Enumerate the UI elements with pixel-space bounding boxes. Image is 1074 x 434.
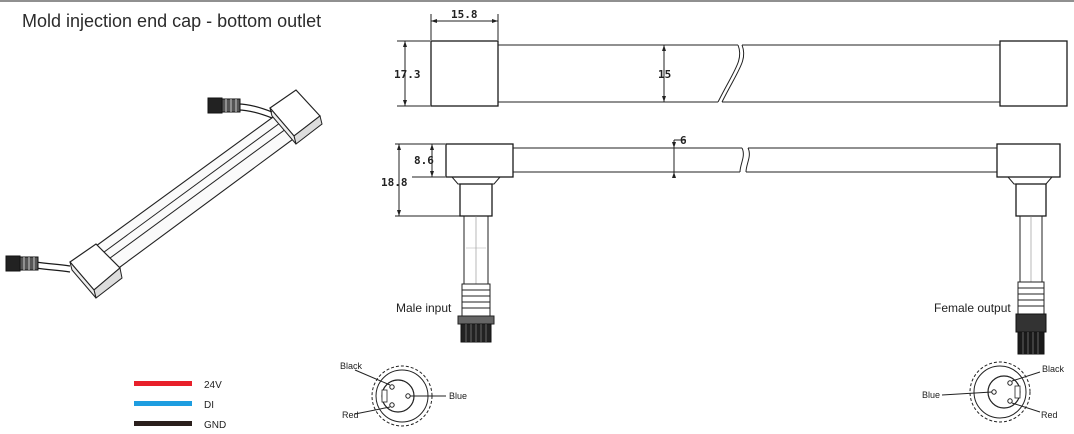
- legend-swatch-24v: [134, 381, 192, 386]
- top-view-left-cap: [430, 40, 499, 107]
- top-view: [397, 14, 1068, 107]
- iso-bottom-connector: [5, 255, 71, 273]
- dim-tube-depth: 6: [680, 134, 687, 147]
- side-view: [395, 139, 1061, 355]
- side-male-connector: [451, 176, 501, 343]
- dim-side-total-height: 18.8: [381, 176, 408, 189]
- dim-side-cap-height: 8.6: [414, 154, 434, 167]
- legend-swatch-di: [134, 401, 192, 406]
- female-pin-blue-label: Blue: [922, 390, 940, 400]
- legend-swatch-gnd: [134, 421, 192, 426]
- male-pin-black-label: Black: [340, 361, 363, 371]
- isometric-view: [5, 89, 323, 299]
- top-view-break-right: [721, 44, 745, 103]
- page-title: Mold injection end cap - bottom outlet: [22, 11, 322, 31]
- legend-label-24v: 24V: [204, 380, 222, 391]
- female-output-label: Female output: [934, 301, 1011, 315]
- male-pin-red-label: Red: [342, 410, 359, 420]
- male-input-label: Male input: [396, 301, 452, 315]
- top-view-right-cap: [999, 40, 1068, 107]
- legend-label-di: DI: [204, 400, 214, 411]
- iso-top-connector: [207, 97, 273, 119]
- side-view-left-cap: [445, 143, 514, 178]
- legend-label-gnd: GND: [204, 420, 226, 431]
- dim-cap-width: 15.8: [451, 8, 478, 21]
- top-view-break-left: [717, 44, 741, 103]
- iso-top-end-cap: [269, 89, 323, 145]
- side-view-right-cap: [996, 143, 1061, 178]
- wire-legend: [134, 381, 192, 426]
- side-female-connector: [1007, 176, 1053, 355]
- female-pin-red-label: Red: [1041, 410, 1058, 420]
- male-pin-diagram: [354, 365, 446, 427]
- female-pin-black-label: Black: [1042, 364, 1065, 374]
- dim-cap-height: 17.3: [394, 68, 421, 81]
- female-pin-diagram: [941, 361, 1041, 423]
- iso-bottom-end-cap: [69, 243, 123, 299]
- male-pin-blue-label: Blue: [449, 391, 467, 401]
- dim-tube-height: 15: [658, 68, 671, 81]
